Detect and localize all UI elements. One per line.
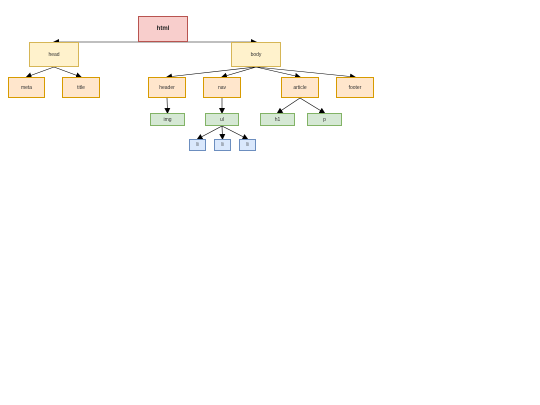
edge-body-nav — [221, 66, 257, 79]
node-body: body — [231, 42, 281, 67]
node-html: html — [138, 16, 188, 42]
node-img: img — [150, 113, 185, 126]
node-footer: footer — [336, 77, 374, 98]
node-title: title — [62, 77, 100, 98]
node-li-1: li — [189, 139, 206, 151]
node-article: article — [281, 77, 319, 98]
node-h1: h1 — [260, 113, 295, 126]
edge-ul-li2 — [219, 125, 226, 140]
edge-head-title — [53, 66, 82, 79]
edge-body-article — [255, 66, 301, 79]
node-header: header — [148, 77, 186, 98]
node-p: p — [307, 113, 342, 126]
edge-header-img — [164, 97, 171, 114]
edge-article-p — [299, 97, 326, 114]
node-nav: nav — [203, 77, 241, 98]
node-meta: meta — [8, 77, 45, 98]
node-ul: ul — [205, 113, 239, 126]
node-head: head — [29, 42, 79, 67]
node-li-3: li — [239, 139, 256, 151]
edge-ul-li3 — [221, 125, 249, 140]
node-li-2: li — [214, 139, 231, 151]
edge-head-meta — [25, 66, 55, 79]
edge-body-footer — [255, 66, 356, 80]
edge-ul-li1 — [196, 125, 223, 140]
edge-body-header — [166, 66, 257, 80]
edge-article-h1 — [276, 97, 301, 114]
